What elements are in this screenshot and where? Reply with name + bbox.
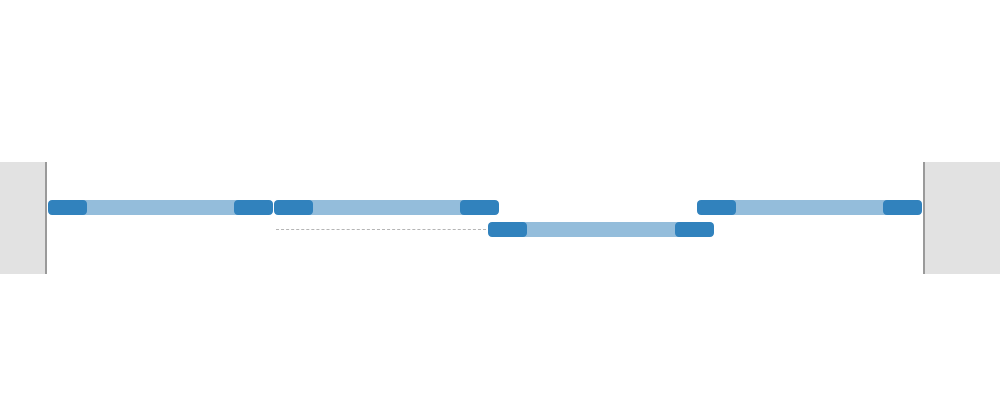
clip-body[interactable] <box>68 200 253 215</box>
clip-start-handle[interactable] <box>48 200 87 215</box>
clip-end-handle[interactable] <box>883 200 922 215</box>
timeline-right-gutter <box>923 162 1000 274</box>
timeline-clip[interactable] <box>488 222 714 237</box>
clip-body[interactable] <box>508 222 694 237</box>
timeline-clip[interactable] <box>274 200 499 215</box>
timeline-clip[interactable] <box>697 200 922 215</box>
clip-end-handle[interactable] <box>234 200 273 215</box>
timeline-left-gutter <box>0 162 47 274</box>
clip-start-handle[interactable] <box>274 200 313 215</box>
clip-connector-dashed-line <box>276 229 486 230</box>
timeline-clip[interactable] <box>48 200 273 215</box>
clip-start-handle[interactable] <box>697 200 736 215</box>
clip-body[interactable] <box>294 200 479 215</box>
clip-end-handle[interactable] <box>460 200 499 215</box>
clip-end-handle[interactable] <box>675 222 714 237</box>
clip-body[interactable] <box>717 200 902 215</box>
clip-start-handle[interactable] <box>488 222 527 237</box>
